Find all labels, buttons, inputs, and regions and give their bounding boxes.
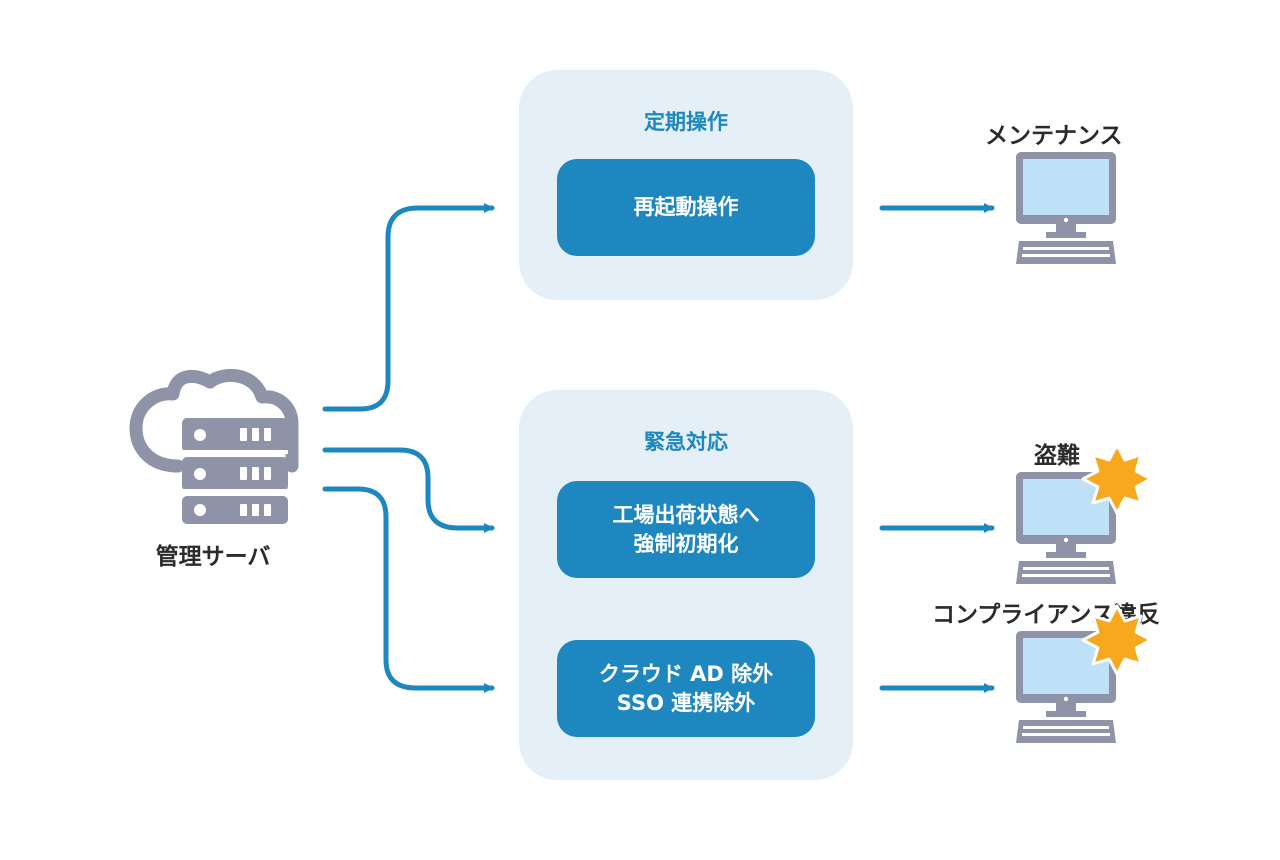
factory-reset-label-line2: 強制初期化 — [633, 531, 739, 556]
maintenance-label: メンテナンス — [985, 123, 1123, 149]
emergency-response-panel: 緊急対応 工場出荷状態へ 強制初期化 クラウド AD 除外 SSO 連携除外 — [519, 390, 853, 780]
compliance-alert-burst-icon — [1081, 604, 1153, 676]
reboot-action-label: 再起動操作 — [633, 195, 739, 219]
factory-reset-action-box: 工場出荷状態へ 強制初期化 — [557, 481, 815, 578]
ad-exclusion-label-line2: SSO 連携除外 — [616, 690, 756, 715]
periodic-operations-title: 定期操作 — [644, 110, 728, 134]
arrow-server-to-ad-exclude — [322, 486, 495, 693]
theft-alert-burst-icon — [1081, 443, 1153, 515]
cloud-icon — [129, 368, 299, 473]
arrow-server-to-reset — [322, 447, 495, 533]
emergency-response-title: 緊急対応 — [644, 430, 728, 454]
ad-exclusion-action-box: クラウド AD 除外 SSO 連携除外 — [557, 640, 815, 737]
reboot-action-box: 再起動操作 — [557, 159, 815, 256]
ad-exclusion-label-line1: クラウド AD 除外 — [598, 661, 774, 686]
theft-label: 盗難 — [1034, 443, 1080, 469]
server-label: 管理サーバ — [155, 544, 271, 570]
periodic-operations-panel: 定期操作 再起動操作 — [519, 70, 853, 300]
factory-reset-label-line1: 工場出荷状態へ — [612, 502, 760, 527]
computer-maintenance-icon — [1016, 152, 1116, 264]
arrow-server-to-periodic — [322, 203, 495, 412]
